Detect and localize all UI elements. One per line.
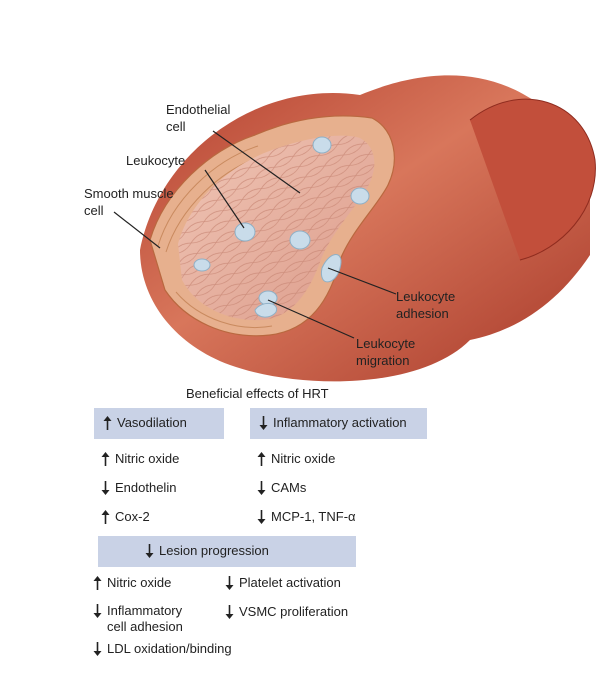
inflammatory-item-label: MCP-1, TNF-α [271,509,356,524]
inflammatory-item-label: Nitric oxide [271,451,336,466]
up-arrow-icon [92,575,103,591]
down-arrow-icon [92,603,103,619]
label-endothelial-cell: Endothelial cell [166,102,231,134]
lesion-item: VSMC proliferation [224,604,348,620]
inflammatory-item: CAMs [256,480,306,496]
up-arrow-icon [100,509,111,525]
down-arrow-icon [224,575,235,591]
lesion-item-label: Inflammatory cell adhesion [107,603,183,634]
vasodilation-item-label: Cox-2 [115,509,150,524]
leader-lines [113,130,397,339]
lesion-item: Platelet activation [224,575,341,591]
lesion-item-label: LDL oxidation/binding [107,641,232,656]
vessel-far-end [469,98,596,261]
vasodilation-item: Cox-2 [100,509,150,525]
vasodilation-header: Vasodilation [94,408,224,439]
down-arrow-icon [224,604,235,620]
down-arrow-icon [92,641,103,657]
lesion-label: Lesion progression [159,543,269,558]
down-arrow-icon [258,415,269,431]
inflammatory-item-label: CAMs [271,480,307,495]
lesion-item: Nitric oxide [92,575,171,591]
label-leukocyte-migration: Leukocyte migration [356,336,416,368]
lesion-item-label: Platelet activation [239,575,341,590]
lesion-item-label: Nitric oxide [107,575,172,590]
label-leukocyte-adhesion: Leukocyte adhesion [396,289,456,321]
down-arrow-icon [256,509,267,525]
down-arrow-icon [100,480,111,496]
label-smooth-muscle-cell: Smooth muscle cell [84,186,174,218]
inflammatory-item: MCP-1, TNF-α [256,509,356,525]
lesion-item-label: VSMC proliferation [239,604,349,619]
inflammatory-item: Nitric oxide [256,451,335,467]
up-arrow-icon [100,451,111,467]
vasodilation-label: Vasodilation [117,415,187,430]
up-arrow-icon [102,415,113,431]
vasodilation-item-label: Endothelin [115,480,177,495]
lesion-item: LDL oxidation/binding [92,641,232,657]
down-arrow-icon [144,543,155,559]
label-leukocyte: Leukocyte [126,153,186,168]
inflammatory-label: Inflammatory activation [273,415,407,430]
vasodilation-item: Endothelin [100,480,176,496]
lesion-progression-header: Lesion progression [98,536,356,567]
effects-title: Beneficial effects of HRT [186,386,329,401]
up-arrow-icon [256,451,267,467]
inflammatory-activation-header: Inflammatory activation [250,408,427,439]
vasodilation-item-label: Nitric oxide [115,451,180,466]
blood-vessel-illustration [113,75,596,382]
lesion-item: Inflammatory cell adhesion [92,603,183,635]
vasodilation-item: Nitric oxide [100,451,179,467]
down-arrow-icon [256,480,267,496]
